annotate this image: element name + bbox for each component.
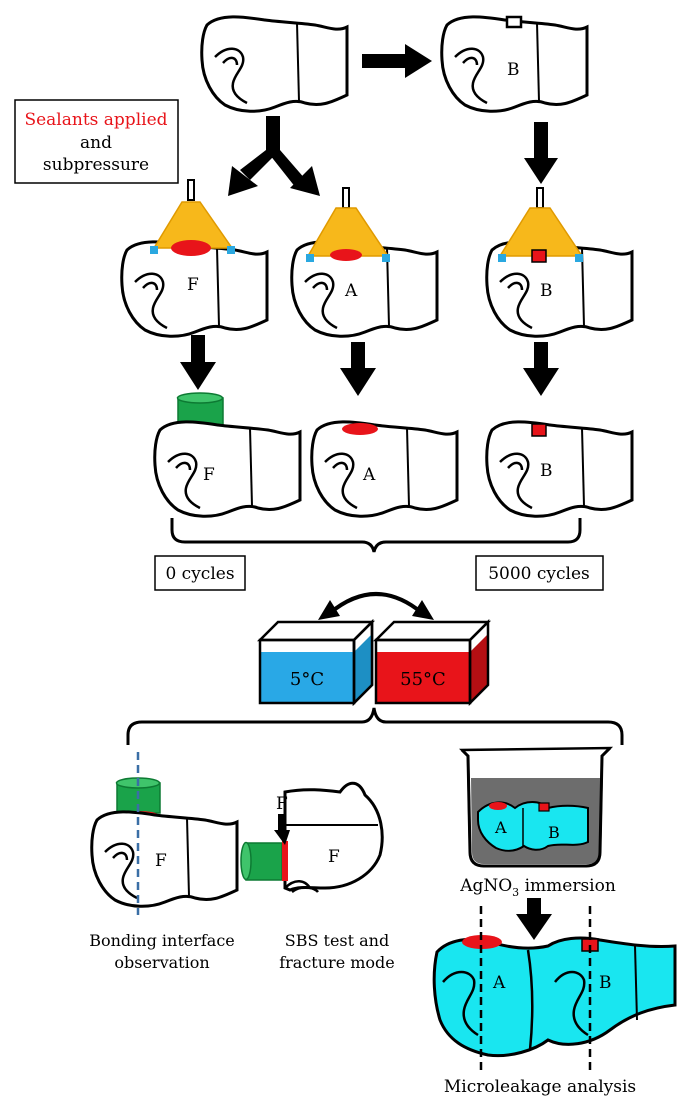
specimen-label-a-2: A [344, 281, 358, 301]
five-thousand-cycles-box: 5000 cycles [475, 555, 604, 591]
tooth-b-final: B [485, 420, 634, 518]
sealant-note-box: Sealants applied and subpressure [14, 99, 179, 184]
tooth-f-sbs: F [283, 781, 384, 894]
specimen-label-b-section: B [599, 973, 612, 993]
hot-bath: 55°C [372, 618, 492, 707]
arrow-right [362, 44, 432, 78]
arrow-down-f [180, 335, 216, 390]
hot-bath-label: 55°C [400, 669, 446, 690]
split-arrow [228, 116, 320, 196]
subpressure-label: subpressure [43, 155, 149, 175]
specimen-label-b-top: B [507, 60, 520, 80]
specimen-label-b-3: B [540, 461, 553, 481]
force-arrow: F [274, 794, 290, 845]
specimen-label-a-3: A [362, 465, 376, 485]
thermocycle-arrow [318, 592, 434, 620]
green-cylinder-sbs [240, 841, 288, 881]
bonding-interface-label-1: Bonding interface [89, 931, 235, 950]
specimen-label-f-4: F [155, 851, 167, 871]
brace-analyses [126, 707, 624, 745]
tooth-a-final: A [310, 420, 459, 518]
specimen-label-f-2: F [187, 275, 199, 295]
suction-cup-b [498, 187, 584, 263]
specimen-label-a-section: A [492, 973, 506, 993]
zero-cycles-label: 0 cycles [165, 564, 234, 584]
dyed-teeth-in-beaker: A B [477, 801, 589, 852]
arrow-down-b-2 [523, 342, 559, 396]
sbs-label-2: fracture mode [279, 953, 395, 972]
tooth-original [200, 15, 349, 113]
cold-bath-label: 5°C [290, 669, 324, 690]
suction-cup-a [306, 187, 390, 262]
specimen-label-f-5: F [328, 847, 340, 867]
tooth-f-final: F [153, 420, 302, 518]
tooth-f-interface: F [90, 810, 239, 908]
arrow-down-microleakage [516, 898, 552, 940]
five-thousand-cycles-label: 5000 cycles [488, 564, 590, 584]
brace-group [170, 518, 582, 553]
sealants-applied-label: Sealants applied [24, 110, 167, 130]
specimen-label-a-beaker: A [494, 818, 507, 837]
specimen-label-b-beaker: B [548, 823, 560, 842]
microleakage-teeth: A B [432, 935, 677, 1058]
and-label: and [80, 133, 112, 153]
microleakage-label: Microleakage analysis [444, 1077, 636, 1097]
force-label: F [276, 794, 288, 814]
tooth-a-suction: A [290, 240, 439, 338]
arrow-down-a [340, 342, 376, 396]
specimen-label-b-2: B [540, 281, 553, 301]
zero-cycles-box: 0 cycles [154, 555, 246, 591]
suction-cup-f [150, 179, 235, 256]
arrow-down-b-1 [524, 122, 558, 184]
agno3-label: AgNO3 immersion [459, 876, 616, 899]
cold-bath: 5°C [256, 618, 376, 707]
specimen-label-f-3: F [203, 465, 215, 485]
tooth-f-suction: F [120, 240, 269, 338]
bonding-interface-label-2: observation [114, 953, 209, 972]
tooth-b-suction: B [485, 240, 634, 338]
tooth-b-prepared: B [440, 15, 589, 113]
sbs-label-1: SBS test and [285, 931, 389, 950]
